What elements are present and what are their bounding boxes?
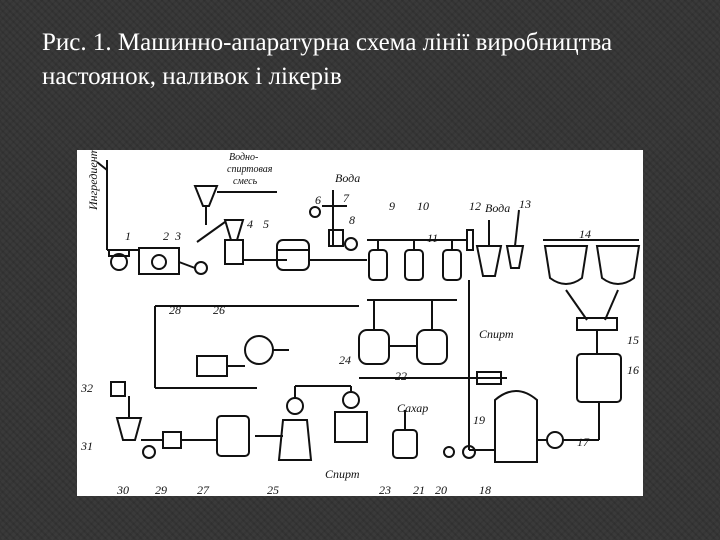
pump-30 bbox=[142, 445, 156, 459]
equipment-4 bbox=[223, 219, 245, 241]
equipment-28 bbox=[196, 355, 228, 377]
funnel-13 bbox=[505, 245, 525, 269]
number-22: 22 bbox=[395, 369, 407, 383]
equipment-numbers: 1 2 3 4 5 6 7 8 9 10 11 12 13 14 15 16 1… bbox=[80, 191, 639, 496]
reactor-22 bbox=[416, 329, 448, 365]
number-29: 29 bbox=[155, 483, 167, 496]
number-11: 11 bbox=[427, 231, 438, 245]
tank-14b bbox=[595, 245, 641, 285]
filter-16 bbox=[576, 353, 622, 403]
process-diagram: Ингредиенты Водно- спиртовая смесь Вода … bbox=[77, 150, 643, 496]
equipment-23 bbox=[392, 429, 418, 459]
number-18: 18 bbox=[479, 483, 491, 496]
equipment-21 bbox=[443, 446, 455, 458]
label-water-1: Вода bbox=[335, 171, 360, 185]
number-13: 13 bbox=[519, 197, 531, 211]
heat-exchanger bbox=[476, 371, 502, 385]
equipment-26 bbox=[244, 335, 274, 365]
label-alcohol-1: Спирт bbox=[479, 327, 514, 341]
hopper bbox=[193, 185, 219, 207]
funnel-12 bbox=[475, 245, 503, 277]
label-ingredients: Ингредиенты bbox=[86, 150, 100, 211]
label-water-2: Вода bbox=[485, 201, 510, 215]
number-24: 24 bbox=[339, 353, 351, 367]
number-32: 32 bbox=[80, 381, 93, 395]
number-23: 23 bbox=[379, 483, 391, 496]
process-diagram-svg: Ингредиенты Водно- спиртовая смесь Вода … bbox=[80, 150, 641, 496]
equipment-29 bbox=[162, 431, 182, 449]
equipment-15 bbox=[576, 317, 618, 331]
number-28: 28 bbox=[169, 303, 181, 317]
equipment-25 bbox=[277, 419, 313, 461]
number-16: 16 bbox=[627, 363, 639, 377]
slide-title: Рис. 1. Машинно-апаратурна схема лінії в… bbox=[42, 26, 692, 94]
number-27: 27 bbox=[197, 483, 210, 496]
number-20: 20 bbox=[435, 483, 447, 496]
number-25: 25 bbox=[267, 483, 279, 496]
hopper-31 bbox=[115, 417, 143, 441]
equipment-7-8 bbox=[328, 229, 344, 247]
filter-27 bbox=[216, 415, 250, 457]
pump-17 bbox=[546, 431, 564, 449]
equipment-25b bbox=[334, 411, 368, 443]
label-water-alcohol-2: спиртовая bbox=[227, 164, 273, 175]
number-19: 19 bbox=[473, 413, 485, 427]
equipment-5 bbox=[276, 239, 310, 271]
number-21: 21 bbox=[413, 483, 425, 496]
label-alcohol-2: Спирт bbox=[325, 467, 360, 481]
number-1: 1 bbox=[125, 229, 131, 243]
tank-11 bbox=[442, 249, 462, 281]
tank-9 bbox=[368, 249, 388, 281]
equipment-2-3 bbox=[138, 247, 180, 275]
label-sugar: Сахар bbox=[397, 401, 428, 415]
equipment-6 bbox=[309, 206, 321, 218]
equipment-12 bbox=[466, 229, 474, 251]
equipment-20 bbox=[462, 445, 476, 459]
number-3: 3 bbox=[174, 229, 181, 243]
title-line-2: настоянок, наливок і лікерів bbox=[42, 63, 342, 90]
number-17: 17 bbox=[577, 435, 590, 449]
tank-14a bbox=[543, 245, 589, 285]
number-6: 6 bbox=[315, 193, 321, 207]
number-31: 31 bbox=[80, 439, 93, 453]
number-5: 5 bbox=[263, 217, 269, 231]
number-8: 8 bbox=[349, 213, 355, 227]
number-2: 2 bbox=[163, 229, 169, 243]
number-15: 15 bbox=[627, 333, 639, 347]
number-4: 4 bbox=[247, 217, 253, 231]
number-26: 26 bbox=[213, 303, 225, 317]
equipment-32 bbox=[110, 381, 126, 397]
number-12: 12 bbox=[469, 199, 481, 213]
title-line-1: Рис. 1. Машинно-апаратурна схема лінії в… bbox=[42, 29, 613, 56]
label-water-alcohol-1: Водно- bbox=[229, 152, 258, 163]
tank-18 bbox=[494, 390, 538, 463]
label-water-alcohol-3: смесь bbox=[233, 176, 258, 187]
tank-10 bbox=[404, 249, 424, 281]
equipment-1 bbox=[110, 253, 128, 271]
number-30: 30 bbox=[116, 483, 129, 496]
reactor-24 bbox=[358, 329, 390, 365]
number-9: 9 bbox=[389, 199, 395, 213]
number-7: 7 bbox=[343, 191, 350, 205]
number-14: 14 bbox=[579, 227, 591, 241]
number-10: 10 bbox=[417, 199, 429, 213]
